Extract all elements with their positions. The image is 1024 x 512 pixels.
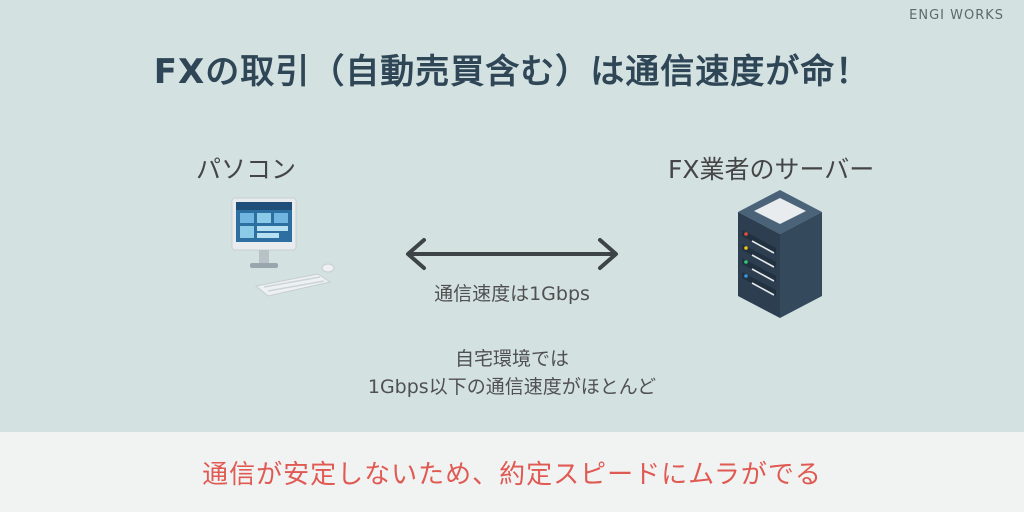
pc-label: パソコン bbox=[196, 155, 297, 184]
server-label: FX業者のサーバー bbox=[668, 155, 875, 184]
diagram-title: FXの取引（自動売買含む）は通信速度が命！ bbox=[153, 52, 871, 92]
note-line-1: 自宅環境では bbox=[454, 348, 569, 370]
home-environment-note: 自宅環境では 1Gbps以下の通信速度がほとんど bbox=[312, 346, 712, 401]
footer-warning-text: 通信が安定しないため、約定スピードにムラがでる bbox=[202, 460, 822, 490]
double-arrow-icon bbox=[406, 238, 618, 270]
footer-banner: 通信が安定しないため、約定スピードにムラがでる bbox=[0, 432, 1024, 512]
connection-speed-label: 通信速度は1Gbps bbox=[434, 283, 590, 305]
note-line-2: 1Gbps以下の通信速度がほとんど bbox=[367, 375, 657, 398]
desktop-computer-icon bbox=[231, 197, 335, 297]
server-rack-icon bbox=[738, 190, 822, 318]
brand-label: ENGI WORKS bbox=[909, 8, 1004, 23]
